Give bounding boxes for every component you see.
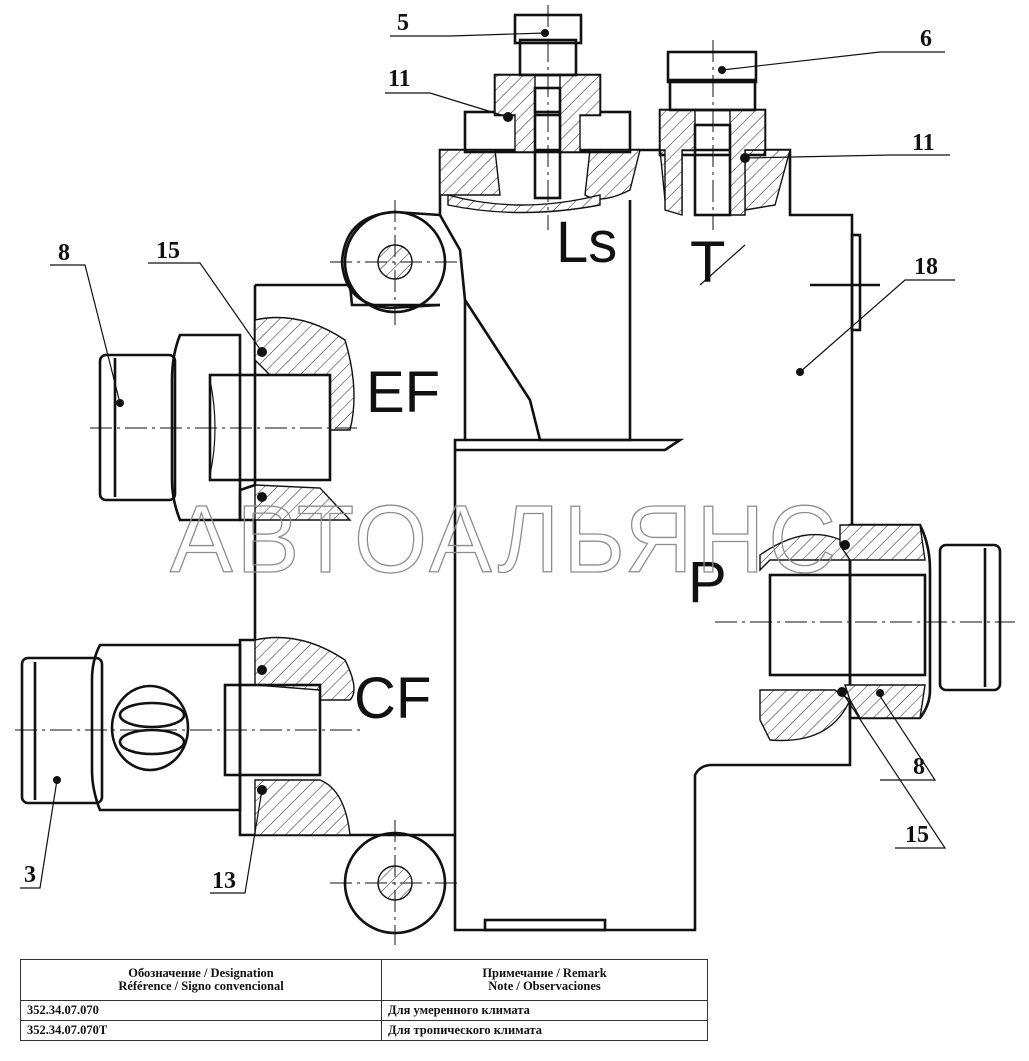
table-header-remark: Примечание / Remark Note / Observaciones bbox=[381, 959, 708, 1001]
callout-8-left: 8 bbox=[58, 240, 70, 266]
table-row: 352.34.07.070Т Для тропического климата bbox=[20, 1020, 708, 1041]
leader-lines bbox=[20, 32, 955, 894]
table-cell-remark: Для тропического климата bbox=[381, 1020, 708, 1041]
callout-18: 18 bbox=[914, 254, 938, 280]
callout-3: 3 bbox=[24, 862, 36, 888]
callout-15-left: 15 bbox=[156, 238, 180, 264]
table-cell-designation: 352.34.07.070 bbox=[20, 1000, 382, 1021]
cf-fitting bbox=[15, 643, 360, 812]
port-ef-label: EF bbox=[366, 360, 440, 425]
table-row: 352.34.07.070 Для умеренного климата bbox=[20, 1000, 708, 1021]
callout-13: 13 bbox=[212, 868, 236, 894]
callout-11-left: 11 bbox=[388, 66, 411, 92]
p-fitting bbox=[715, 523, 1015, 765]
ef-fitting bbox=[90, 333, 360, 522]
callout-5: 5 bbox=[397, 10, 409, 36]
port-p-label: P bbox=[688, 550, 727, 615]
valve-assembly-drawing: Ls T EF CF P 5 11 6 11 8 15 18 8 15 3 13… bbox=[15, 5, 1015, 945]
table-header-designation: Обозначение / Designation Référence / Si… bbox=[20, 959, 382, 1001]
callout-11-right: 11 bbox=[912, 130, 935, 156]
callout-8-right: 8 bbox=[913, 754, 925, 780]
watermark: АВТОАЛЬЯНС bbox=[170, 486, 840, 593]
ls-fitting bbox=[439, 5, 641, 230]
table-cell-remark: Для умеренного климата bbox=[381, 1000, 708, 1021]
t-fitting bbox=[658, 40, 791, 230]
port-t-label: T bbox=[690, 230, 725, 295]
designation-table: Обозначение / Designation Référence / Si… bbox=[20, 959, 708, 1041]
callout-15-right: 15 bbox=[905, 822, 929, 848]
port-cf-label: CF bbox=[354, 666, 431, 731]
bottom-mount-boss bbox=[330, 820, 460, 945]
table-cell-designation: 352.34.07.070Т bbox=[20, 1020, 382, 1041]
callout-6: 6 bbox=[920, 26, 932, 52]
bottom-tab bbox=[483, 918, 607, 932]
port-ls-label: Ls bbox=[556, 210, 617, 275]
table-header-row: Обозначение / Designation Référence / Si… bbox=[20, 959, 708, 1001]
